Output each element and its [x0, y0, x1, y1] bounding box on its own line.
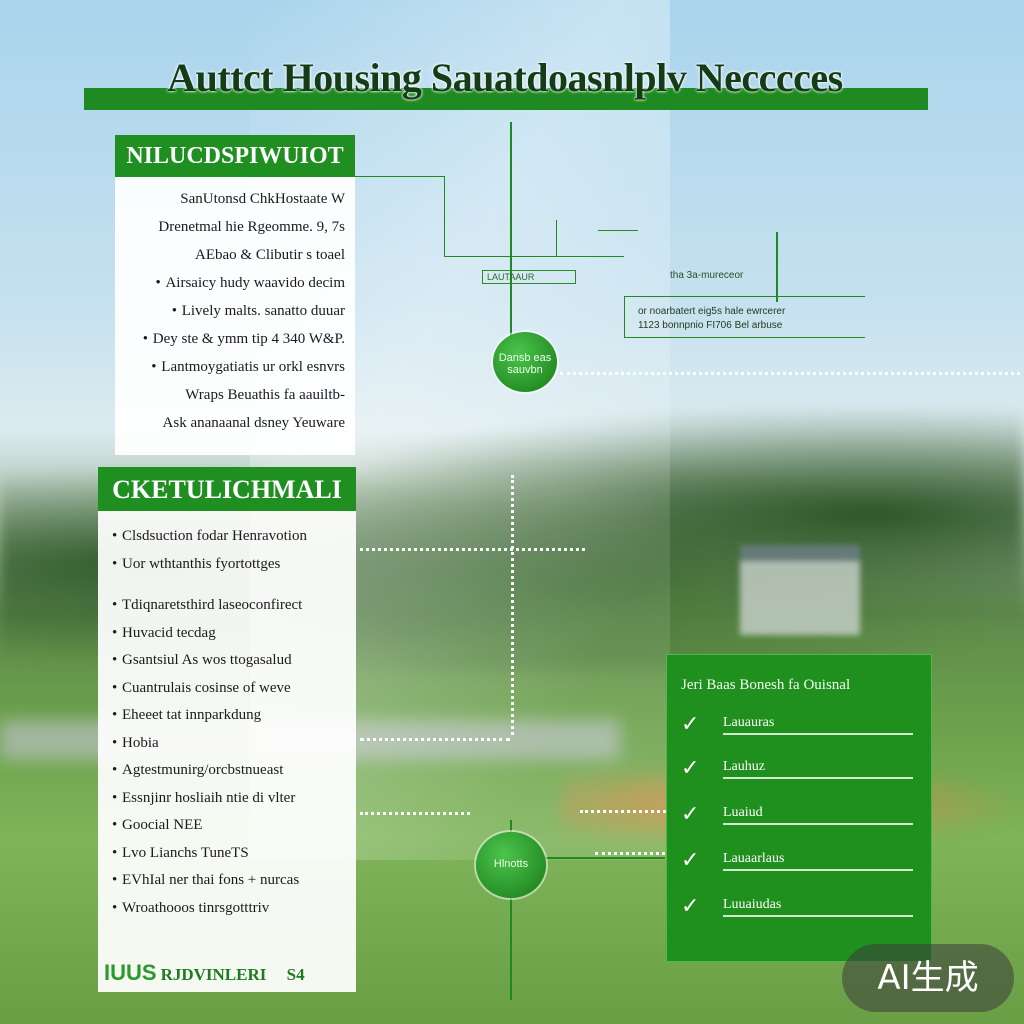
dotted-connector-3: [360, 738, 510, 741]
bullet: •: [112, 652, 118, 668]
list-item: •EVhIal ner thai fons + nurcas: [98, 867, 350, 895]
list-item: •Clsdsuction fodar Henravotion: [98, 523, 350, 551]
checklist-item[interactable]: ✓ Lauhuz: [681, 755, 921, 785]
background-house: [740, 545, 860, 635]
connector-to-checklist: [545, 857, 665, 859]
checklist-panel-right: Jeri Baas Bonesh fa Ouisnal ✓ Lauauras ✓…: [666, 654, 932, 962]
check-icon: ✓: [681, 712, 700, 737]
list-item: •Airsaicy hudy waavido decim: [115, 269, 349, 297]
bullet: •: [112, 872, 118, 888]
connector-vertical-top: [510, 122, 512, 362]
bullet: •: [112, 899, 118, 916]
list-item: •Lvo Lianchs TuneTS: [98, 840, 350, 868]
list-item: •Gsantsiul As wos ttogasalud: [98, 647, 350, 675]
requirements-list: SanUtonsd ChkHostaate W Drenetmal hie Rg…: [115, 185, 349, 437]
bullet: •: [155, 275, 161, 291]
diagram-node-top[interactable]: Dansb eas sauvbn: [493, 332, 557, 392]
list-item: •Lantmoygatiatis ur orkl esnvrs: [115, 353, 349, 381]
list-item: •Uor wthtanthis fyortottges: [98, 551, 350, 579]
annotation-note: tha 3a-mureceor or noarbatert eig5s hale…: [624, 262, 874, 338]
node-top-label: Dansb eas sauvbn: [498, 352, 552, 376]
sketch-line-3: [444, 256, 624, 257]
checklist-item[interactable]: ✓ Luuaiudas: [681, 893, 921, 923]
checklist-title: Jeri Baas Bonesh fa Ouisnal: [681, 677, 851, 693]
bullet: •: [112, 528, 118, 544]
list-item: •Goocial NEE: [98, 812, 350, 840]
dotted-connector-6: [595, 852, 665, 855]
list-item: •Tdiqnaretsthird laseoconfirect: [98, 592, 350, 620]
page-title: Auttct Housing Sauatdoasnlplv Necccces: [167, 55, 843, 100]
ai-generated-badge: AI生成: [842, 944, 1014, 1012]
sketch-label: LAUTAAUR: [482, 270, 576, 284]
list-item: •Eheeet tat innparkdung: [98, 702, 350, 730]
bullet: •: [112, 789, 118, 806]
requirements-panel: NILUCDSPIWUIOT SanUtonsd ChkHostaate W D…: [115, 135, 355, 455]
bullet: •: [112, 679, 118, 696]
title-underline-bar: [84, 88, 928, 110]
checklist-item-line: [723, 777, 913, 779]
check-icon: ✓: [681, 756, 700, 781]
list-item: •Hobia: [98, 730, 350, 758]
note-line-2: 1123 bonnpnio FI706 Bel arbuse: [638, 320, 783, 331]
list-item: •Huvacid tecdag: [98, 620, 350, 648]
bullet: •: [112, 555, 118, 572]
requirements-panel-header: NILUCDSPIWUIOT: [115, 135, 355, 177]
bullet: •: [112, 817, 118, 833]
bullet: •: [112, 624, 118, 641]
list-item: SanUtonsd ChkHostaate W: [180, 191, 345, 207]
checklist-item-line: [723, 915, 913, 917]
diagram-node-bottom[interactable]: Hlnotts: [476, 832, 546, 898]
bullet: •: [142, 331, 149, 347]
bullet: •: [171, 303, 177, 319]
sketch-line-4: [556, 220, 557, 256]
sketch-line-6: [776, 232, 778, 302]
check-icon: ✓: [681, 848, 700, 873]
dotted-connector-5: [580, 810, 666, 813]
list-item: •Dey ste & ymm tip 4 340 W&P.: [115, 325, 349, 353]
bullet: •: [151, 359, 157, 375]
bullet: •: [112, 707, 118, 723]
list-item: •Cuantrulais cosinse of weve: [98, 675, 350, 703]
checklist-item-line: [723, 733, 913, 735]
checklist-item-line: [723, 823, 913, 825]
checklist-list: •Clsdsuction fodar Henravotion •Uor wtht…: [98, 523, 350, 922]
note-bracket: [624, 296, 865, 338]
note-line-1: or noarbatert eig5s hale ewrcerer: [638, 306, 786, 317]
node-bottom-label: Hlnotts: [493, 858, 529, 870]
checklist-item-line: [723, 869, 913, 871]
checklist-panel-left: CKETULICHMALI •Clsdsuction fodar Henravo…: [98, 467, 356, 992]
list-item: Drenetmal hie Rgeomme. 9, 7s: [158, 219, 345, 235]
sketch-line-2: [444, 176, 445, 256]
dotted-connector-4: [360, 812, 470, 815]
sketch-line-5: [598, 230, 638, 231]
list-item: AEbao & Clibutir s toael: [195, 247, 345, 263]
bullet: •: [112, 844, 118, 861]
dotted-connector-1: [560, 372, 1020, 375]
connector-vertical-bottom: [510, 820, 512, 1000]
sketch-line-1: [355, 176, 445, 177]
bullet: •: [112, 734, 118, 751]
checklist-item[interactable]: ✓ Lauaarlaus: [681, 847, 921, 877]
check-icon: ✓: [681, 802, 700, 827]
list-item: •Agtestmunirg/orcbstnueast: [98, 757, 350, 785]
bullet: •: [112, 597, 118, 613]
checklist-item[interactable]: ✓ Lauauras: [681, 711, 921, 741]
list-item: Wraps Beuathis fa aauiltb-: [185, 387, 345, 403]
list-item: •Wroathooos tinrsgotttriv: [98, 895, 350, 923]
note-title: tha 3a-mureceor: [670, 270, 744, 281]
checklist-item[interactable]: ✓ Luaiud: [681, 801, 921, 831]
dotted-connector-vertical: [511, 475, 514, 735]
bullet: •: [112, 762, 118, 778]
leaf-logo-icon: IUUS: [104, 960, 157, 985]
list-item: •Essnjinr hosliaih ntie di vlter: [98, 785, 350, 813]
list-item: Ask ananaanal dsney Yeuware: [162, 415, 345, 431]
checklist-panel-header: CKETULICHMALI: [98, 467, 356, 511]
list-item: •Lively malts. sanatto duuar: [115, 297, 349, 325]
check-icon: ✓: [681, 894, 700, 919]
dotted-connector-2: [360, 548, 585, 551]
